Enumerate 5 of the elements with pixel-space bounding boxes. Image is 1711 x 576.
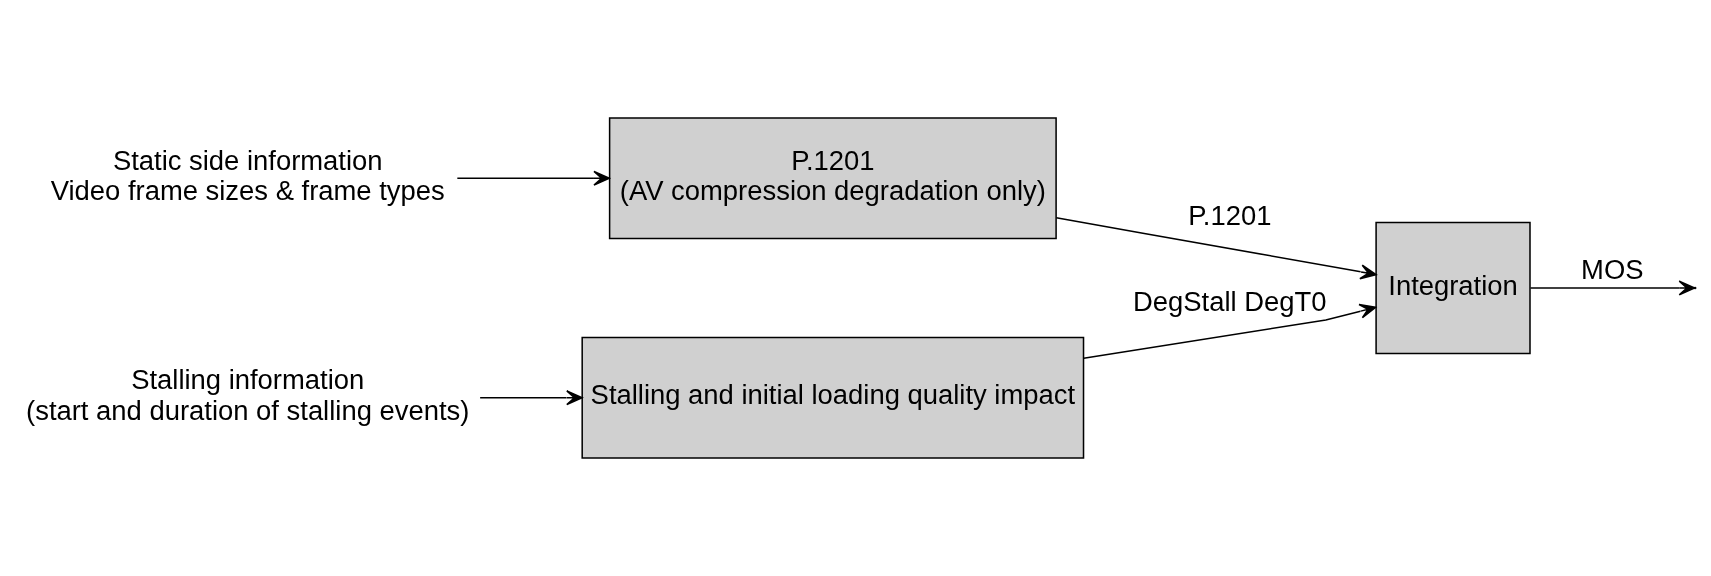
edge-label: P.1201 xyxy=(1188,199,1272,231)
edge-label: DegStall DegT0 xyxy=(1133,286,1327,318)
node-text: Stalling information (start and duration of stalling events) xyxy=(26,364,470,426)
node-text: Static side information Video frame sizes & frame types xyxy=(50,144,445,207)
edge-label: MOS xyxy=(1581,254,1644,286)
